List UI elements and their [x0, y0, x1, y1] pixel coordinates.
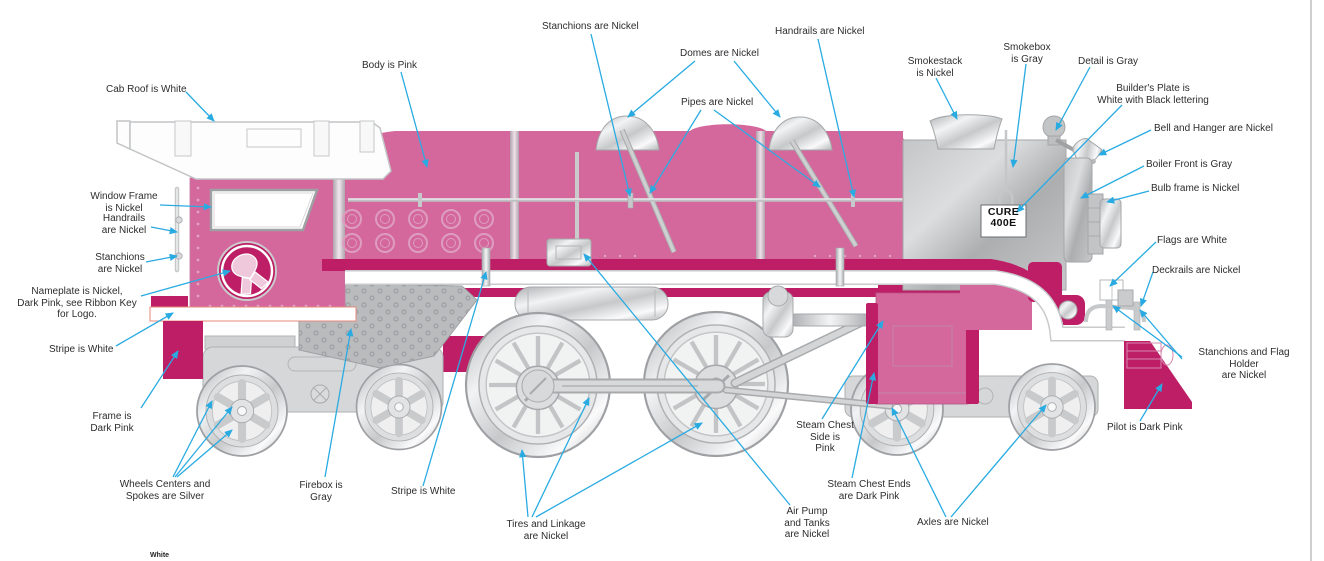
- label-axles: Axles are Nickel: [917, 517, 989, 528]
- label-frame: Frame is Dark Pink: [90, 411, 134, 434]
- label-wheels-centers: Wheels Centers and Spokes are Silver: [119, 479, 211, 502]
- air-compressor: [762, 285, 794, 338]
- label-stanchions-flag-holder: Stanchions and Flag Holder are Nickel: [1198, 347, 1290, 381]
- running-boards: [322, 259, 1125, 342]
- air-pump: [546, 238, 592, 267]
- label-handrails-top: Handrails are Nickel: [775, 26, 865, 37]
- cab-window: [209, 188, 319, 232]
- label-stripe-bottom: Stripe is White: [391, 486, 456, 497]
- label-window-frame: Window Frame is Nickel: [90, 191, 158, 214]
- boiler-porthole-details: [342, 209, 494, 253]
- label-smokebox: Smokebox is Gray: [1003, 42, 1051, 65]
- label-steam-chest-ends: Steam Chest Ends are Dark Pink: [827, 479, 911, 502]
- steam-domes: [595, 115, 833, 151]
- label-domes: Domes are Nickel: [680, 48, 759, 59]
- legend-item-white: White: [150, 552, 170, 559]
- label-stanchions-left: Stanchions are Nickel: [95, 252, 145, 275]
- rear-truck-wheel: [197, 366, 287, 456]
- headlight-bulb-frame: [1099, 198, 1122, 249]
- nameplate-ribbon-logo: [217, 241, 277, 301]
- label-nameplate: Nameplate is Nickel, Dark Pink, see Ribb…: [17, 286, 137, 320]
- label-cab-roof: Cab Roof is White: [106, 84, 187, 95]
- builders-plate-text: CURE 400E: [987, 206, 1020, 229]
- label-pilot: Pilot is Dark Pink: [1107, 422, 1183, 433]
- callout-lines: [115, 33, 1183, 518]
- white-stripe: [149, 306, 357, 322]
- under-cab-frame: [149, 296, 357, 379]
- label-boiler-front: Boiler Front is Gray: [1146, 159, 1233, 170]
- board-supports: [481, 247, 845, 287]
- pilot-wedge: [1124, 341, 1192, 409]
- label-builders-plate: Builder's Plate is White with Black lett…: [1097, 83, 1209, 106]
- label-air-pump: Air Pump and Tanks are Nickel: [784, 506, 830, 540]
- label-bulb-frame: Bulb frame is Nickel: [1151, 183, 1240, 194]
- pilot-deck: [1084, 279, 1192, 409]
- cab-roof: [116, 120, 392, 180]
- label-detail: Detail is Gray: [1078, 56, 1139, 67]
- label-deckrails: Deckrails are Nickel: [1152, 265, 1241, 276]
- label-bell: Bell and Hanger are Nickel: [1154, 123, 1273, 134]
- boiler-front: [1063, 157, 1122, 263]
- cab-handrail: [174, 186, 183, 273]
- rear-truck-wheel: [357, 365, 442, 450]
- label-body: Body is Pink: [362, 60, 418, 71]
- label-stripe-left: Stripe is White: [49, 344, 114, 355]
- label-stanchions-top: Stanchions are Nickel: [542, 21, 639, 32]
- smokestack: [929, 114, 1003, 150]
- label-tires-linkage: Tires and Linkage are Nickel: [506, 519, 586, 542]
- label-pipes: Pipes are Nickel: [681, 97, 754, 108]
- label-firebox: Firebox is Gray: [299, 480, 343, 503]
- label-handrails-left: Handrails are Nickel: [101, 213, 147, 236]
- label-smokestack: Smokestack is Nickel: [907, 56, 963, 79]
- label-steam-chest-side: Steam Chest Side is Pink: [796, 420, 854, 454]
- tank-cylinder: [514, 286, 669, 321]
- label-flags: Flags are White: [1157, 235, 1228, 246]
- front-truck-wheel: [1009, 364, 1095, 450]
